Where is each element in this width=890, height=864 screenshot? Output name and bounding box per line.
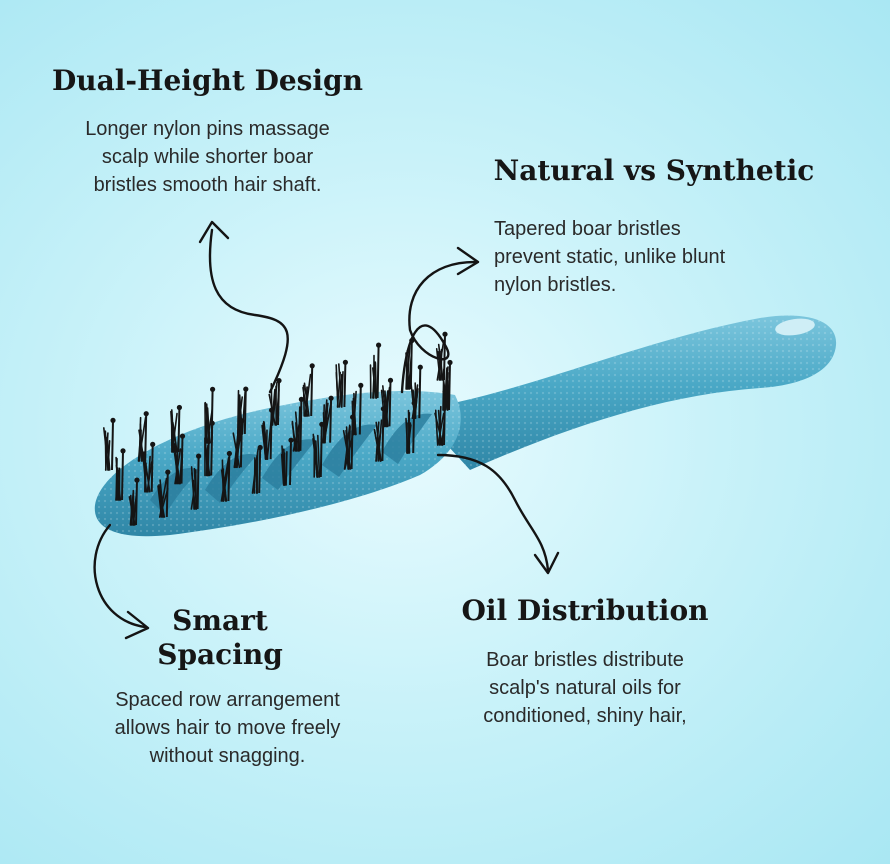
oil-distribution-title: Oil Distribution: [461, 594, 709, 627]
bristle-tuft: [173, 433, 186, 485]
smart-spacing-title-line-1: Smart: [172, 604, 268, 637]
bristle-tuft: [373, 406, 386, 462]
bristle-tuft: [302, 363, 315, 417]
bristle-tuft: [137, 411, 149, 462]
bristle-tuft: [128, 477, 140, 526]
natural-line-2: prevent static, unlike blunt: [494, 246, 726, 268]
bristle-tuft: [291, 396, 304, 452]
bristle-tuft: [232, 418, 245, 469]
bristle-tuft: [405, 400, 417, 454]
bristle-tuft: [380, 377, 394, 428]
smart-spacing-title: Smart Spacing: [140, 604, 300, 672]
bristle-tuft: [351, 382, 364, 436]
oil-distribution-description: Boar bristles distribute scalp's natural…: [440, 646, 730, 730]
bristle-tuft: [434, 389, 448, 446]
arrow-smart-spacing: [93, 523, 150, 640]
bristle-tuft: [251, 444, 263, 494]
bristle-tuft: [157, 469, 171, 518]
bristle-tuft: [261, 407, 275, 460]
bristle-rows: [103, 331, 453, 526]
bristle-tuft: [103, 417, 116, 471]
natural-vs-synthetic-title: Natural vs Synthetic: [493, 154, 815, 187]
bristle-tuft: [280, 437, 294, 486]
oil-line-1: Boar bristles distribute: [486, 649, 684, 671]
natural-vs-synthetic-description: Tapered boar bristles prevent static, un…: [494, 215, 814, 299]
oil-line-2: scalp's natural oils for: [489, 677, 681, 699]
smart-line-1: Spaced row arrangement: [115, 689, 340, 711]
bristle-tuft: [190, 453, 202, 510]
arrow-natural-synthetic: [400, 246, 480, 394]
smart-line-2: allows hair to move freely: [114, 717, 341, 739]
bristle-tuft: [115, 448, 126, 501]
dual-height-line-3: bristles smooth hair shaft.: [93, 174, 322, 196]
natural-line-1: Tapered boar bristles: [494, 218, 681, 240]
bristle-tuft: [369, 342, 382, 399]
bristle-tuft: [170, 404, 182, 453]
smart-spacing-title-line-2: Spacing: [157, 638, 283, 671]
arrow-oil-distribution: [436, 453, 560, 575]
arrow-dual-height: [198, 220, 289, 394]
hanging-hole: [775, 318, 815, 336]
bristle-tuft: [142, 441, 156, 493]
dual-height-title: Dual-Height Design: [52, 64, 363, 97]
dual-height-line-2: scalp while shorter boar: [101, 146, 314, 168]
bristle-tuft: [220, 450, 232, 502]
dual-height-line-1: Longer nylon pins massage: [85, 118, 330, 140]
dual-height-description: Longer nylon pins massage scalp while sh…: [40, 115, 375, 199]
bristle-tuft: [342, 414, 356, 470]
bristle-tuft: [204, 420, 215, 477]
smart-spacing-description: Spaced row arrangement allows hair to mo…: [75, 686, 380, 770]
brush-handle: [415, 315, 837, 470]
bristle-tuft: [312, 421, 325, 478]
natural-line-3: nylon bristles.: [494, 274, 617, 296]
smart-line-3: without snagging.: [149, 745, 306, 767]
bristle-tuft: [335, 359, 348, 408]
oil-line-3: conditioned, shiny hair,: [483, 705, 687, 727]
